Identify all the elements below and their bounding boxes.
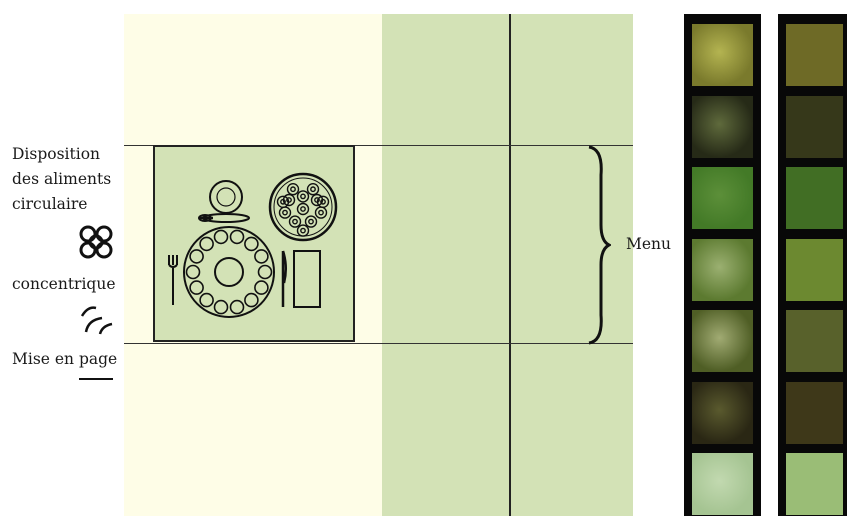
bottom-guide-line [124,343,633,344]
bowl-piece-center [310,186,316,193]
brace-icon [588,145,611,345]
bowl-piece-center [290,186,296,193]
food-piece [199,236,214,252]
bowl-piece-center [280,198,286,205]
color-swatch [786,167,843,229]
cup-icon [209,180,243,214]
bowl-piece-center [292,218,298,225]
food-piece [254,280,269,295]
bowl-piece [306,183,320,196]
food-photo [692,453,753,515]
bowl-piece-center [300,193,306,200]
food-piece [189,249,204,264]
food-piece [254,249,269,264]
concentric-label: concentrique [12,275,116,293]
top-guide-line [124,145,633,146]
dinner-plate-icon [183,226,275,318]
underline-icon [79,378,113,380]
food-photo [692,167,753,229]
food-piece [244,236,259,252]
bowl-piece [296,224,310,237]
food-piece [199,292,214,308]
knife-icon [281,250,287,307]
title-line-3: circulaire [12,195,88,213]
color-swatch [786,24,843,86]
bowl-piece-center [320,198,326,205]
color-swatch [786,95,843,158]
title-line-2: des aliments [12,170,112,188]
vertical-divider [509,14,511,516]
title-line-1: Disposition [12,145,101,163]
bowl-piece [304,215,318,228]
food-piece [185,264,201,280]
side-dish-icon [268,172,338,242]
bowl-piece-center [308,218,314,225]
bowl-piece [296,190,310,203]
circles-pattern-icon [78,224,114,260]
bowl-piece [276,195,290,208]
color-swatch [786,381,843,444]
photo-strip [684,14,761,516]
napkin-icon [293,250,321,308]
menu-label: Menu [626,235,672,253]
fork-icon [168,255,178,305]
bowl-piece [288,215,302,228]
color-swatch [786,453,843,515]
arc-pattern-icon [80,306,113,335]
food-piece [213,299,229,315]
food-piece [257,264,273,280]
bowl-piece [316,195,330,208]
bowl-piece [286,183,300,196]
bowl-piece-center [318,209,324,216]
bowl-piece [278,206,292,219]
green-column [382,14,633,516]
food-piece [189,280,204,295]
table-setting-panel [153,145,355,342]
food-piece [229,299,245,315]
color-swatch [786,238,843,301]
bowl-piece [314,206,328,219]
food-photo [692,310,753,372]
food-photo [692,238,753,301]
food-photo [692,381,753,444]
color-swatch [786,310,843,372]
bowl-piece [296,202,310,216]
bowl-piece-center [300,227,306,234]
bowl-piece-center [300,206,306,212]
table-setting-icon [168,172,338,318]
food-piece [244,292,259,308]
food-photo [692,95,753,158]
food-photo [692,24,753,86]
bowl-piece-center [282,209,288,216]
food-piece [213,229,229,245]
layout-label: Mise en page [12,350,118,368]
swatch-strip [778,14,847,516]
food-piece [229,229,245,245]
